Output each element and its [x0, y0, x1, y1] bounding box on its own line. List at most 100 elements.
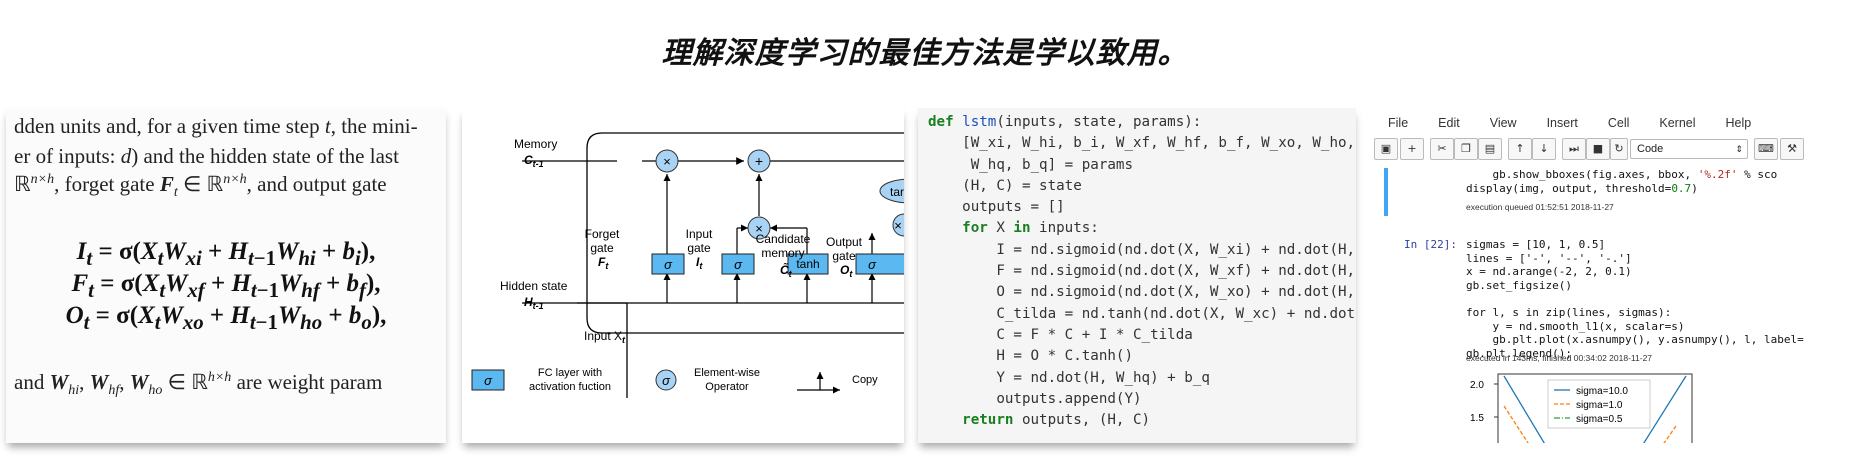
keyboard-icon[interactable]: ⌨ — [1754, 138, 1778, 160]
svg-text:×: × — [894, 218, 902, 233]
move-down-icon[interactable]: ↓ — [1532, 138, 1556, 160]
code-panel: def lstm(inputs, state, params): [W_xi, … — [918, 108, 1356, 443]
series-sigma-1-line-right — [1663, 425, 1677, 443]
candidate-memory-label-2: memory — [761, 246, 804, 260]
equation-input-gate: It = σ(XtWxi + Ht−1Whi + bi), — [76, 238, 376, 270]
legend-sigma-0-5: sigma=0.5 — [1576, 414, 1623, 425]
legend-sigma-10: sigma=10.0 — [1576, 386, 1628, 397]
svg-text:tar: tar — [890, 185, 904, 199]
smooth-l1-plot: 2.0 1.5 sigma=10.0 sigma=1.0 sigma=0.5 — [1470, 373, 1693, 443]
textbook-panel: dden units and, for a given time step t,… — [6, 108, 446, 443]
legend-fc-layer: σ FC layer with activation fuction — [471, 367, 611, 393]
code-line-9: O = nd.sigmoid(nd.dot(X, W_xo) + nd.dot(… — [928, 284, 1356, 301]
svg-text:σ: σ — [664, 257, 673, 272]
legend-copy: Copy — [797, 372, 878, 394]
multiply-operator-input: × — [747, 216, 771, 240]
c-prev-label: Ct-1 — [524, 153, 544, 169]
paste-icon[interactable]: ▤ — [1478, 138, 1502, 160]
plot-legend — [1547, 379, 1651, 429]
multiply-operator-output: × — [892, 213, 904, 237]
h-prev-label: Ht-1 — [524, 295, 544, 311]
lstm-diagram-panel: × + × × tar σ σ tanh — [462, 108, 904, 443]
menu-file[interactable]: File — [1388, 116, 1409, 130]
equation-output-gate: Ot = σ(XtWxo + Ht−1Who + bo), — [65, 302, 387, 334]
code-line-8: F = nd.sigmoid(nd.dot(X, W_xf) + nd.dot(… — [928, 263, 1356, 280]
prev-cell-code[interactable]: gb.show_bboxes(fig.axes, bbox, '%.2f' % … — [1466, 168, 1778, 195]
menu-cell[interactable]: Cell — [1607, 116, 1630, 130]
text-line-3: ℝn×h, forget gate Ft ∈ ℝn×h, and output … — [14, 172, 387, 201]
svg-text:Operator: Operator — [705, 381, 749, 393]
forget-gate-label: Forget — [585, 227, 620, 241]
text-line-2: er of inputs: d) and the hidden state of… — [14, 144, 399, 168]
forget-gate-layer: σ — [651, 253, 685, 275]
input-gate-label-2: gate — [687, 241, 711, 255]
input-gate-layer: σ — [721, 253, 755, 275]
output-gate-label-2: gate — [832, 249, 856, 263]
candidate-memory-layer: tanh — [787, 253, 829, 275]
tanh-operator-cut: tar — [879, 178, 904, 204]
candidate-memory-label: Candidate — [756, 232, 811, 246]
wrench-icon[interactable]: ⚒ — [1780, 138, 1804, 160]
legend-elementwise: σ Element-wise Operator — [655, 367, 760, 393]
code-line-12: H = O * C.tanh() — [928, 348, 1133, 365]
menu-edit[interactable]: Edit — [1438, 116, 1460, 130]
input-gate-label: Input — [686, 227, 713, 241]
code-line-6: for X in inputs: — [962, 220, 1099, 237]
cell-22-code[interactable]: sigmas = [10, 1, 0.5] lines = ['-', '--'… — [1466, 238, 1804, 360]
cell-22-exec-info: executed in 143ms, finished 00:34:02 201… — [1466, 353, 1653, 363]
forget-gate-label-2: gate — [590, 241, 614, 255]
code-line-15: return outputs, (H, C) — [962, 412, 1151, 429]
menu-view[interactable]: View — [1489, 116, 1517, 130]
candidate-memory-symbol: C̃t — [780, 262, 793, 279]
code-line-3: W_hq, b_q] = params — [928, 156, 1133, 173]
add-cell-icon[interactable]: + — [1400, 138, 1424, 160]
svg-text:σ: σ — [662, 373, 671, 388]
y-tick-2-0: 2.0 — [1470, 380, 1484, 391]
save-icon[interactable]: ▣ — [1374, 138, 1398, 160]
y-tick-1-5: 1.5 — [1470, 413, 1484, 424]
page-headline: 理解深度学习的最佳方法是学以致用。 — [661, 36, 1189, 71]
svg-text:activation fuction: activation fuction — [529, 381, 611, 393]
code-line-2: [W_xi, W_hi, b_i, W_xf, W_hf, b_f, W_xo,… — [928, 135, 1356, 152]
series-sigma-1-line — [1503, 405, 1529, 443]
text-line-1: dden units and, for a given time step t,… — [14, 114, 418, 138]
multiply-operator-forget: × — [655, 149, 679, 173]
output-gate-layer: σ — [855, 253, 904, 275]
svg-text:Copy: Copy — [852, 374, 878, 386]
code-line-5: outputs = [] — [928, 199, 1065, 216]
hidden-state-label: Hidden state — [500, 279, 568, 293]
memory-label: Memory — [514, 137, 557, 151]
svg-text:×: × — [663, 154, 671, 169]
input-x-label: Input Xt — [584, 329, 626, 345]
interrupt-icon[interactable]: ■ — [1586, 138, 1610, 160]
svg-text:+: + — [755, 153, 763, 169]
code-line-4: (H, C) = state — [928, 177, 1082, 194]
code-line-7: I = nd.sigmoid(nd.dot(X, W_xi) + nd.dot(… — [928, 241, 1356, 258]
move-up-icon[interactable]: ↑ — [1508, 138, 1532, 160]
menu-insert[interactable]: Insert — [1546, 116, 1578, 130]
code-line-11: C = F * C + I * C_tilda — [928, 326, 1193, 343]
code-line-10: C_tilda = nd.tanh(nd.dot(X, W_xc) + nd.d… — [928, 305, 1356, 322]
notebook-panel: File Edit View Insert Cell Kernel Help ▣ + ✂ ❐… — [1370, 108, 1844, 443]
prev-cell-exec-info: execution queued 01:52:51 2018-11-27 — [1466, 202, 1614, 212]
restart-icon[interactable]: ↻ — [1610, 138, 1628, 160]
svg-text:σ: σ — [868, 257, 877, 272]
equation-forget-gate: Ft = σ(XtWxf + Ht−1Whf + bf), — [71, 270, 381, 302]
svg-text:σ: σ — [734, 257, 743, 272]
menu-help[interactable]: Help — [1725, 116, 1752, 130]
cut-icon[interactable]: ✂ — [1430, 138, 1454, 160]
add-operator: + — [747, 149, 771, 173]
menu-kernel[interactable]: Kernel — [1659, 116, 1696, 130]
code-line-13: Y = nd.dot(H, W_hq) + b_q — [928, 369, 1210, 386]
series-sigma-10-line-right — [1643, 375, 1687, 443]
code-line-1: def lstm(inputs, state, params): — [928, 114, 1202, 130]
cell-type-select[interactable]: Code⇕ — [1630, 139, 1748, 159]
lstm-code: def lstm(inputs, state, params): [W_xi, … — [928, 112, 1356, 431]
svg-text:tanh: tanh — [796, 257, 819, 271]
notebook-menubar: File Edit View Insert Cell Kernel Help — [1388, 116, 1781, 130]
run-icon[interactable]: ⏭ — [1562, 138, 1586, 160]
cell-selected-bar — [1384, 168, 1388, 216]
output-gate-label: Output — [826, 235, 863, 249]
copy-icon[interactable]: ❐ — [1454, 138, 1478, 160]
svg-text:Element-wise: Element-wise — [694, 367, 760, 379]
